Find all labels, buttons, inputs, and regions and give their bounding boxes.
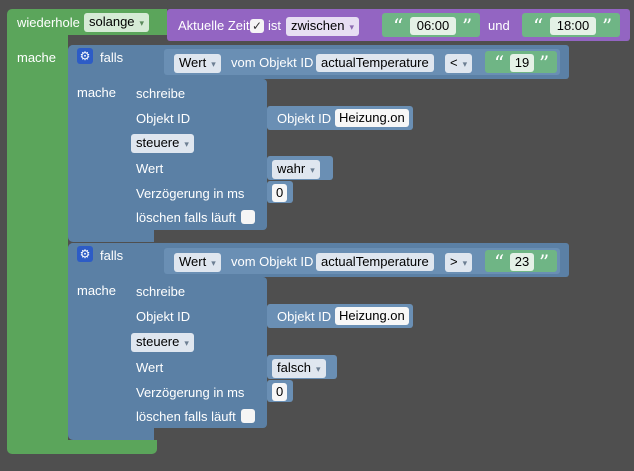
value-type-dropdown[interactable]: Wert ▾ (174, 253, 221, 272)
chevron-down-icon: ▾ (462, 59, 468, 69)
if-label: falls (100, 248, 124, 263)
chevron-down-icon: ▾ (315, 364, 321, 374)
comparator-dropdown[interactable]: <▾ (445, 54, 473, 73)
value-type-value: Wert (179, 254, 207, 269)
delay-label: Verzögerung in ms (136, 186, 245, 201)
delay-field[interactable]: 0 (272, 184, 288, 202)
value-label: Wert (136, 360, 164, 375)
object-id-label: Objekt ID (136, 309, 191, 324)
from-object-label: vom Objekt ID (231, 55, 314, 70)
chevron-down-icon: ▾ (139, 18, 145, 28)
write-mode-value: steuere (136, 334, 180, 349)
from-object-label: vom Objekt ID (231, 254, 314, 269)
object-id-field[interactable]: actualTemperature (316, 253, 434, 271)
value-bool-value: falsch (277, 360, 311, 375)
quote-open-icon: “ (494, 51, 505, 75)
gear-icon[interactable]: ⚙ (77, 246, 93, 262)
write-mode-dropdown[interactable]: steuere ▾ (131, 134, 194, 153)
quote-open-icon: “ (393, 14, 404, 38)
write-block-1[interactable] (127, 79, 267, 230)
end-time-field[interactable]: 18:00 (550, 17, 596, 35)
threshold-field[interactable]: 23 (510, 253, 534, 271)
clear-checkbox[interactable] (241, 210, 255, 224)
loop-do-label: mache (17, 50, 57, 65)
value-bool-dropdown[interactable]: falsch ▾ (272, 359, 326, 378)
write-mode-dropdown[interactable]: steuere ▾ (131, 333, 194, 352)
write-mode-value: steuere (136, 135, 180, 150)
target-object-field[interactable]: Heizung.on (335, 109, 409, 127)
write-label: schreibe (136, 86, 186, 101)
value-bool-dropdown[interactable]: wahr ▾ (272, 160, 320, 179)
time-condition-label: Aktuelle Zeit (178, 18, 250, 33)
loop-mode-value: solange (89, 14, 135, 29)
quote-open-icon: “ (533, 14, 544, 38)
loop-label: wiederhole (17, 15, 80, 30)
object-block-label: Objekt ID (277, 309, 332, 324)
gear-icon[interactable]: ⚙ (77, 48, 93, 64)
quote-close-icon: ” (462, 14, 473, 38)
comparator-dropdown[interactable]: >▾ (445, 253, 473, 272)
and-label: und (488, 18, 510, 33)
target-object-field[interactable]: Heizung.on (335, 307, 409, 325)
comparator-value: > (450, 254, 458, 269)
value-type-value: Wert (179, 55, 207, 70)
time-checkbox[interactable]: ✓ (250, 19, 264, 33)
chevron-down-icon: ▾ (462, 258, 468, 268)
comparator-value: < (450, 55, 458, 70)
object-id-label: Objekt ID (136, 111, 191, 126)
loop-mode-dropdown[interactable]: solange ▾ (84, 13, 150, 32)
time-operator-value: zwischen (291, 18, 345, 33)
write-label: schreibe (136, 284, 186, 299)
while-loop-body-rail (7, 35, 68, 447)
quote-close-icon: ” (539, 51, 550, 75)
chevron-down-icon: ▾ (211, 59, 216, 69)
object-id-field[interactable]: actualTemperature (316, 54, 434, 72)
clear-label: löschen falls läuft (136, 210, 236, 225)
value-label: Wert (136, 161, 164, 176)
value-bool-value: wahr (277, 161, 306, 176)
quote-close-icon: ” (539, 250, 550, 274)
delay-label: Verzögerung in ms (136, 385, 245, 400)
value-type-dropdown[interactable]: Wert ▾ (174, 54, 221, 73)
threshold-field[interactable]: 19 (510, 54, 534, 72)
chevron-down-icon: ▾ (184, 139, 189, 149)
clear-label: löschen falls läuft (136, 409, 236, 424)
if-do-label: mache (77, 283, 117, 298)
if-do-label: mache (77, 85, 117, 100)
clear-checkbox[interactable] (241, 409, 255, 423)
if-label: falls (100, 50, 124, 65)
quote-close-icon: ” (602, 14, 613, 38)
object-block-label: Objekt ID (277, 111, 332, 126)
quote-open-icon: “ (494, 250, 505, 274)
while-loop-footer (7, 440, 157, 454)
chevron-down-icon: ▾ (184, 338, 189, 348)
chevron-down-icon: ▾ (211, 258, 216, 268)
chevron-down-icon: ▾ (310, 165, 315, 175)
delay-field[interactable]: 0 (272, 383, 288, 401)
write-block-2[interactable] (127, 277, 267, 428)
time-operator-dropdown[interactable]: zwischen ▾ (286, 17, 359, 36)
start-time-field[interactable]: 06:00 (410, 17, 456, 35)
is-label: ist (268, 18, 281, 33)
chevron-down-icon: ▾ (349, 22, 354, 32)
